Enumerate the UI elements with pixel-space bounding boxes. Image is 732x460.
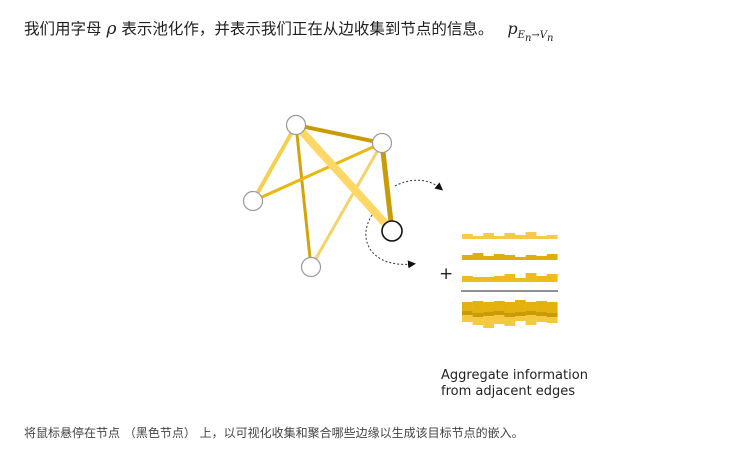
graph-node[interactable] [371, 132, 393, 154]
aggregated-cell [483, 302, 494, 312]
aggregated-cell [546, 313, 558, 317]
embedding-cell [525, 273, 537, 282]
flow-arrows [365, 179, 444, 269]
graph-node[interactable] [242, 190, 264, 212]
embedding-cell [504, 233, 516, 239]
embedding-cell [546, 274, 558, 282]
edge [295, 123, 383, 145]
formula-sub-n1: n [524, 33, 532, 45]
formula-subscript: En→Vn [517, 30, 554, 45]
flow-arrow-bottom [365, 214, 416, 269]
aggregated-cell [493, 311, 505, 315]
embedding-cell [536, 236, 547, 239]
flow-arrow-top [394, 179, 444, 191]
aggregated-cell [462, 311, 473, 315]
graph-edges [251, 122, 395, 268]
edge [293, 122, 395, 234]
formula-base: p [507, 19, 518, 38]
aggregated-cell [504, 313, 516, 317]
edge [252, 141, 383, 203]
aggregated-cell [472, 313, 484, 317]
aggregated-cell [536, 301, 547, 312]
edge [294, 124, 313, 268]
graph-nodes [242, 114, 403, 278]
aggregated-cell [546, 302, 558, 313]
embedding-cell [462, 234, 473, 239]
embedding-cell [504, 255, 516, 260]
embedding-cell [472, 277, 484, 282]
caption-line-2: from adjacent edges [441, 384, 576, 399]
aggregated-cell [525, 302, 537, 311]
formula-arrow: →V [531, 30, 548, 42]
formula-sub-e: E [517, 30, 525, 42]
embedding-cell [493, 236, 505, 239]
aggregated-cell [472, 301, 484, 313]
embedding-cell [462, 255, 473, 260]
graph-node[interactable] [285, 114, 307, 136]
aggregated-cell [483, 312, 494, 316]
aggregated-cell [493, 315, 505, 324]
embedding-cell [483, 233, 494, 239]
figure-caption: Aggregate information from adjacent edge… [441, 368, 588, 400]
edge [379, 142, 395, 232]
edge-embeddings [462, 232, 558, 282]
formula-sub-n2: n [547, 33, 554, 45]
plus-sign: + [439, 264, 453, 284]
embedding-cell [493, 254, 505, 260]
embedding-cell [525, 255, 537, 260]
aggregated-cell [525, 311, 537, 315]
embedding-cell [493, 276, 505, 282]
target-node[interactable] [381, 220, 403, 242]
footer-note: 将鼠标悬停在节点 （黑色节点） 上，以可视化收集和聚合哪些边缘以生成该目标节点的… [24, 426, 524, 440]
edge [251, 124, 298, 202]
aggregated-cell [515, 300, 526, 312]
aggregated-cell [504, 317, 516, 326]
aggregated-cell [504, 302, 516, 313]
aggregated-cell [472, 317, 484, 325]
aggregated-cell [546, 317, 558, 323]
caption-line-1: Aggregate information [441, 368, 588, 383]
aggregated-cell [525, 315, 537, 325]
aggregated-cell [536, 316, 547, 322]
edge [309, 142, 384, 268]
aggregated-cell [515, 316, 526, 321]
aggregated-cell [493, 301, 505, 311]
embedding-cell [515, 278, 526, 282]
aggregated-cell [462, 302, 473, 311]
embedding-cell [546, 235, 558, 239]
aggregated-cell [536, 312, 547, 316]
embedding-cell [472, 236, 484, 239]
embedding-cell [525, 232, 537, 239]
intro-text: 我们用字母 ρ 表示池化作，并表示我们正在从边收集到节点的信息。 pEn→Vn [24, 14, 714, 54]
pooling-formula: pEn→Vn [507, 19, 554, 45]
embedding-cell [472, 253, 484, 260]
aggregated-embedding [462, 300, 558, 328]
intro-text-before: 我们用字母 [24, 20, 102, 38]
aggregated-cell [515, 312, 526, 316]
aggregated-cell [483, 316, 494, 328]
embedding-cell [546, 254, 558, 260]
embedding-cell [462, 276, 473, 282]
embedding-cell [483, 256, 494, 260]
embedding-cell [536, 276, 547, 282]
embedding-cell [504, 274, 516, 282]
intro-text-after: 表示池化作，并表示我们正在从边收集到节点的信息。 [121, 20, 494, 38]
embedding-cell [515, 235, 526, 239]
rho-symbol: ρ [106, 19, 117, 39]
embedding-cell [536, 256, 547, 260]
embedding-cell [515, 257, 526, 260]
aggregated-cell [462, 315, 473, 322]
graph-node[interactable] [300, 256, 322, 278]
embedding-cell [483, 277, 494, 282]
